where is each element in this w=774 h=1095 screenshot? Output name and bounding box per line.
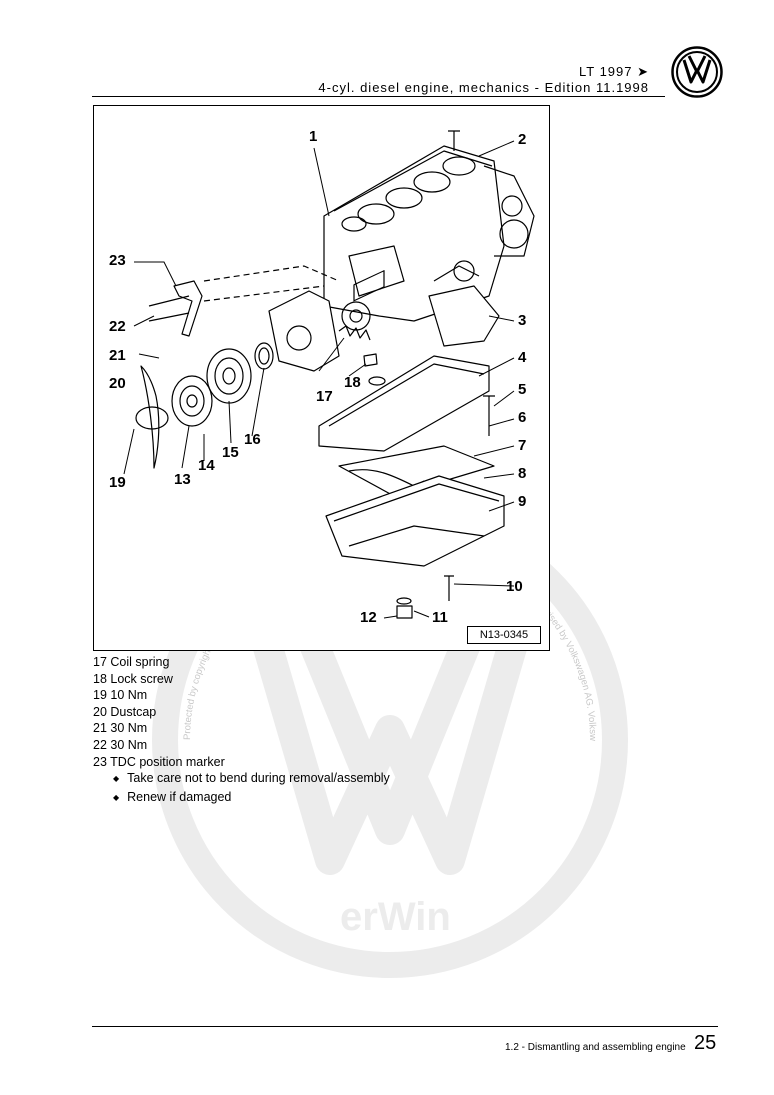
callout-16: 16 (244, 431, 261, 448)
callout-4: 4 (518, 349, 527, 366)
callout-15: 15 (222, 444, 239, 461)
callout-8: 8 (518, 465, 527, 482)
callout-21: 21 (109, 347, 126, 364)
callout-1: 1 (309, 128, 318, 145)
callout-13: 13 (174, 471, 191, 488)
legend-item: 17 Coil spring (93, 655, 170, 669)
callout-3: 3 (518, 312, 527, 329)
legend-sub-list: Take care not to bend during removal/ass… (93, 770, 390, 807)
figure-id: N13-0345 (467, 626, 541, 644)
callout-9: 9 (518, 493, 527, 510)
callout-19: 19 (109, 474, 126, 491)
callout-7: 7 (518, 437, 527, 454)
callout-17: 17 (316, 388, 333, 405)
exploded-view-figure: 1 2 3 4 5 6 7 8 9 10 11 12 13 14 15 16 1… (93, 105, 550, 651)
watermark-brand: erWin (340, 895, 451, 939)
callout-10: 10 (506, 578, 523, 595)
callout-12: 12 (360, 609, 377, 626)
legend-sub-item: Take care not to bend during removal/ass… (113, 770, 390, 789)
engine-illustration (123, 130, 535, 619)
legend-item: 22 30 Nm (93, 737, 148, 752)
header-subtitle: 4-cyl. diesel engine, mechanics - Editio… (318, 80, 649, 95)
callout-5: 5 (518, 381, 527, 398)
callout-23: 23 (109, 252, 126, 269)
legend-item: 23 TDC position marker (93, 754, 225, 769)
callout-22: 22 (109, 318, 126, 335)
legend-item: 21 30 Nm (93, 721, 148, 736)
callout-2: 2 (518, 131, 527, 148)
legend-item: 20 Dustcap (93, 704, 157, 719)
page-number: 25 (694, 1032, 717, 1054)
legend-item: 18 Lock screw (93, 671, 173, 686)
callout-6: 6 (518, 409, 527, 426)
header-model: LT 1997 ➤ (578, 64, 649, 79)
footer-rule (92, 1026, 718, 1027)
legend-sub-item: Renew if damaged (113, 789, 390, 808)
vw-logo-icon (671, 46, 723, 98)
legend-item: 19 10 Nm (93, 688, 148, 703)
footer-section: 1.2 - Dismantling and assembling engine (505, 1042, 686, 1053)
callout-14: 14 (198, 457, 215, 474)
header-rule (92, 96, 665, 97)
parts-legend: 17 Coil spring 18 Lock screw 19 10 Nm 20… (93, 654, 390, 807)
callout-18: 18 (344, 374, 361, 391)
callout-11: 11 (432, 609, 448, 626)
callout-20: 20 (109, 375, 126, 392)
